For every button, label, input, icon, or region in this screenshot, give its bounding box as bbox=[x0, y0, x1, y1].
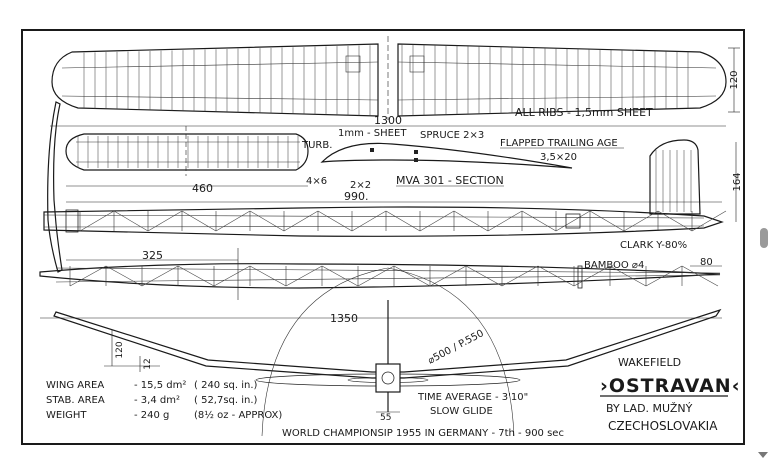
propeller-side bbox=[47, 101, 63, 273]
section-name: MVA 301 - SECTION bbox=[396, 174, 504, 187]
fin-height-label: 164 bbox=[732, 172, 743, 191]
structure-line bbox=[521, 210, 557, 232]
prop-label: ⌀500 / P.550 bbox=[426, 328, 486, 367]
section-turb: TURB. bbox=[301, 140, 332, 151]
structure-line bbox=[249, 265, 287, 287]
structure-line bbox=[351, 210, 387, 232]
country-label: CZECHOSLOVAKIA bbox=[608, 419, 718, 433]
time-average: TIME AVERAGE - 3'10" bbox=[417, 392, 528, 403]
stab-span-label: 460 bbox=[192, 182, 213, 195]
structure-line bbox=[609, 265, 647, 287]
section-front-spar: 4×6 bbox=[306, 176, 327, 187]
structure-line bbox=[317, 210, 353, 232]
structure-line bbox=[141, 265, 179, 287]
spec-weight-alt: (8½ oz - APPROX) bbox=[194, 409, 282, 421]
section-sheet: 1mm - SHEET bbox=[338, 128, 407, 139]
dihedral-2-label: 12 bbox=[143, 358, 153, 369]
spec-stab-label: STAB. AREA bbox=[46, 395, 105, 406]
structure-line bbox=[501, 265, 539, 287]
fuselage-length-label: 990. bbox=[344, 190, 369, 203]
spec-weight-value: - 240 g bbox=[134, 410, 169, 421]
wing-span-label: 1300 bbox=[374, 114, 402, 127]
spec-wing-label: WING AREA bbox=[46, 380, 104, 391]
bamboo-label: BAMBOO ⌀4 bbox=[584, 260, 644, 271]
spec-stab-value: - 3,4 dm² bbox=[134, 395, 180, 406]
fin-side: 164 bbox=[649, 139, 743, 222]
structure-line bbox=[283, 210, 319, 232]
structure-line bbox=[79, 210, 115, 232]
dihedral-1-label: 120 bbox=[115, 341, 125, 358]
stabilizer-plan: 460 bbox=[65, 126, 309, 195]
spec-wing-value: - 15,5 dm² bbox=[134, 380, 186, 391]
structure-line bbox=[249, 210, 285, 232]
scrollbar-thumb[interactable] bbox=[760, 228, 768, 248]
nose-width-label: 55 bbox=[380, 413, 391, 423]
fuselage-top: 325 BAMBOO ⌀4 80 1350 bbox=[39, 248, 722, 325]
structure-line bbox=[385, 210, 421, 232]
wing-section: TURB. 1mm - SHEET SPRUCE 2×3 FLAPPED TRA… bbox=[301, 128, 624, 191]
section-flap-size: 3,5×20 bbox=[540, 152, 577, 163]
structure-line bbox=[453, 210, 489, 232]
structure-line bbox=[147, 210, 183, 232]
structure-line bbox=[393, 265, 431, 287]
author-label: BY LAD. MUŽNÝ bbox=[606, 402, 693, 415]
fuselage-side: 990. CLARK Y-80% bbox=[43, 190, 727, 251]
structure-line bbox=[429, 265, 467, 287]
ribs-note: ALL RIBS - 1,5mm SHEET bbox=[515, 106, 653, 119]
model-title: ›OSTRAVAN‹ bbox=[600, 375, 741, 397]
spec-wing-alt: ( 240 sq. in.) bbox=[194, 380, 258, 391]
structure-line bbox=[691, 210, 727, 232]
title-block: WAKEFIELD ›OSTRAVAN‹ BY LAD. MUŽNÝ CZECH… bbox=[600, 356, 741, 433]
specs-block: WING AREA - 15,5 dm² ( 240 sq. in.) STAB… bbox=[46, 380, 282, 421]
category-label: WAKEFIELD bbox=[618, 356, 681, 369]
sheet-border bbox=[21, 29, 745, 445]
structure-line bbox=[419, 210, 455, 232]
structure-line bbox=[357, 265, 395, 287]
section-flapped: FLAPPED TRAILING AGE bbox=[500, 138, 618, 149]
structure-line bbox=[285, 265, 323, 287]
spec-weight-label: WEIGHT bbox=[46, 410, 87, 421]
tail-length-label: 80 bbox=[700, 257, 713, 268]
spec-stab-alt: ( 52,7sq. in.) bbox=[194, 395, 258, 406]
structure-line bbox=[177, 265, 215, 287]
structure-line bbox=[623, 210, 659, 232]
structure-line bbox=[555, 210, 591, 232]
structure-line bbox=[537, 265, 575, 287]
structure-line bbox=[681, 265, 719, 287]
structure-line bbox=[181, 210, 217, 232]
structure-line bbox=[215, 210, 251, 232]
nose-length-label: 325 bbox=[142, 249, 163, 262]
section-rear-spar: 2×2 bbox=[350, 180, 371, 191]
structure-line bbox=[657, 210, 693, 232]
structure-line bbox=[69, 265, 107, 287]
structure-line bbox=[105, 265, 143, 287]
structure-line bbox=[645, 265, 683, 287]
structure-line bbox=[465, 265, 503, 287]
structure-line bbox=[213, 265, 251, 287]
overall-length-label: 1350 bbox=[330, 312, 358, 325]
structure-line bbox=[113, 210, 149, 232]
clark-label: CLARK Y-80% bbox=[620, 240, 687, 251]
structure-line bbox=[487, 210, 523, 232]
scroll-down-arrow-icon[interactable] bbox=[758, 452, 768, 458]
main-wing-plan: 120 ALL RIBS - 1,5mm SHEET 1300 bbox=[50, 36, 740, 127]
structure-line bbox=[321, 265, 359, 287]
slow-glide: SLOW GLIDE bbox=[430, 406, 493, 417]
wing-chord-label: 120 bbox=[729, 70, 740, 89]
championship-note: WORLD CHAMPIONSIP 1955 IN GERMANY - 7th … bbox=[282, 428, 564, 439]
section-spruce: SPRUCE 2×3 bbox=[420, 130, 484, 141]
structure-line bbox=[573, 265, 611, 287]
structure-line bbox=[589, 210, 625, 232]
